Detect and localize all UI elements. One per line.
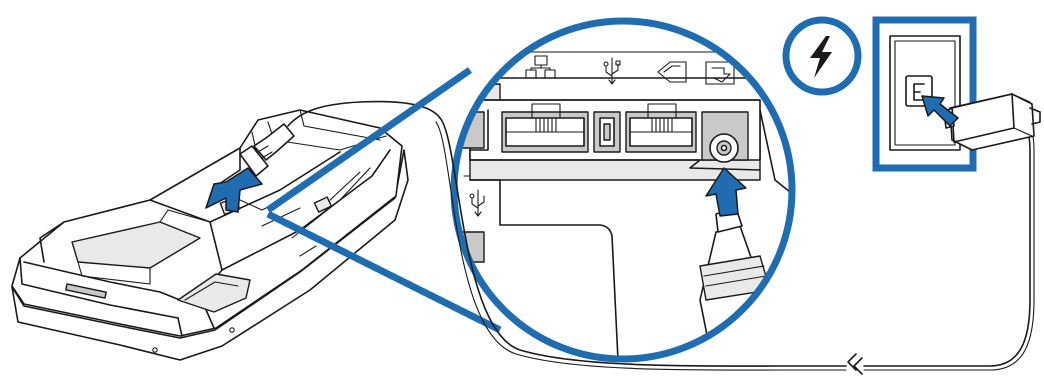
usb-jack	[594, 112, 620, 152]
power-cable-adapter	[864, 116, 1030, 366]
payment-terminal-base	[12, 110, 408, 360]
wall-outlet	[876, 20, 973, 168]
cable-break-symbol	[848, 354, 862, 380]
lightning-bolt-icon	[786, 20, 858, 92]
power-jack	[702, 112, 748, 162]
connector-panel-zoom	[454, 21, 800, 360]
